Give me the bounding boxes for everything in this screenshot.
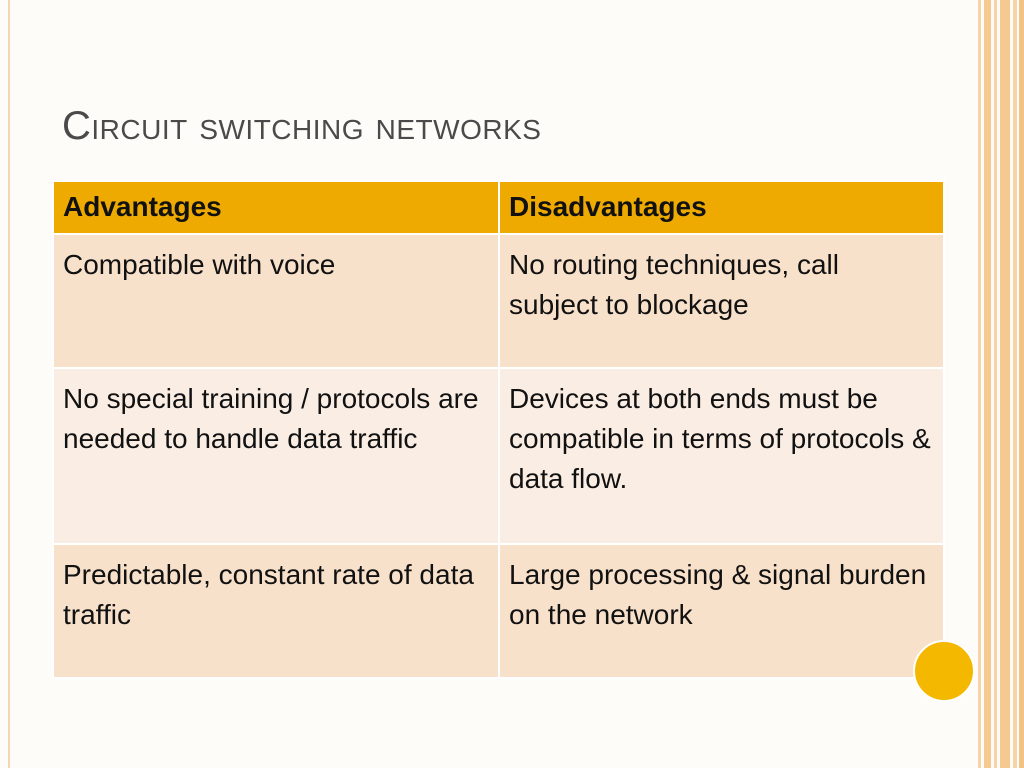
table-cell-advantage: No special training / protocols are need…	[52, 367, 500, 545]
table-header-row: Advantages Disadvantages	[52, 180, 945, 235]
comparison-table: Advantages Disadvantages Compatible with…	[52, 180, 945, 679]
slide-title: Circuit switching networks	[62, 104, 542, 148]
right-decorative-stripes	[978, 0, 1024, 768]
table-cell-disadvantage: Devices at both ends must be compatible …	[498, 367, 945, 545]
header-advantages: Advantages	[52, 180, 500, 235]
table-cell-disadvantage: Large processing & signal burden on the …	[498, 543, 945, 679]
table-cell-advantage: Predictable, constant rate of data traff…	[52, 543, 500, 679]
table-cell-advantage: Compatible with voice	[52, 233, 500, 369]
table-row: Compatible with voice No routing techniq…	[52, 233, 945, 369]
decorative-circle	[913, 640, 975, 702]
table-row: No special training / protocols are need…	[52, 367, 945, 545]
table-cell-disadvantage: No routing techniques, call subject to b…	[498, 233, 945, 369]
table-row: Predictable, constant rate of data traff…	[52, 543, 945, 679]
header-disadvantages: Disadvantages	[498, 180, 945, 235]
left-border-line	[8, 0, 10, 768]
